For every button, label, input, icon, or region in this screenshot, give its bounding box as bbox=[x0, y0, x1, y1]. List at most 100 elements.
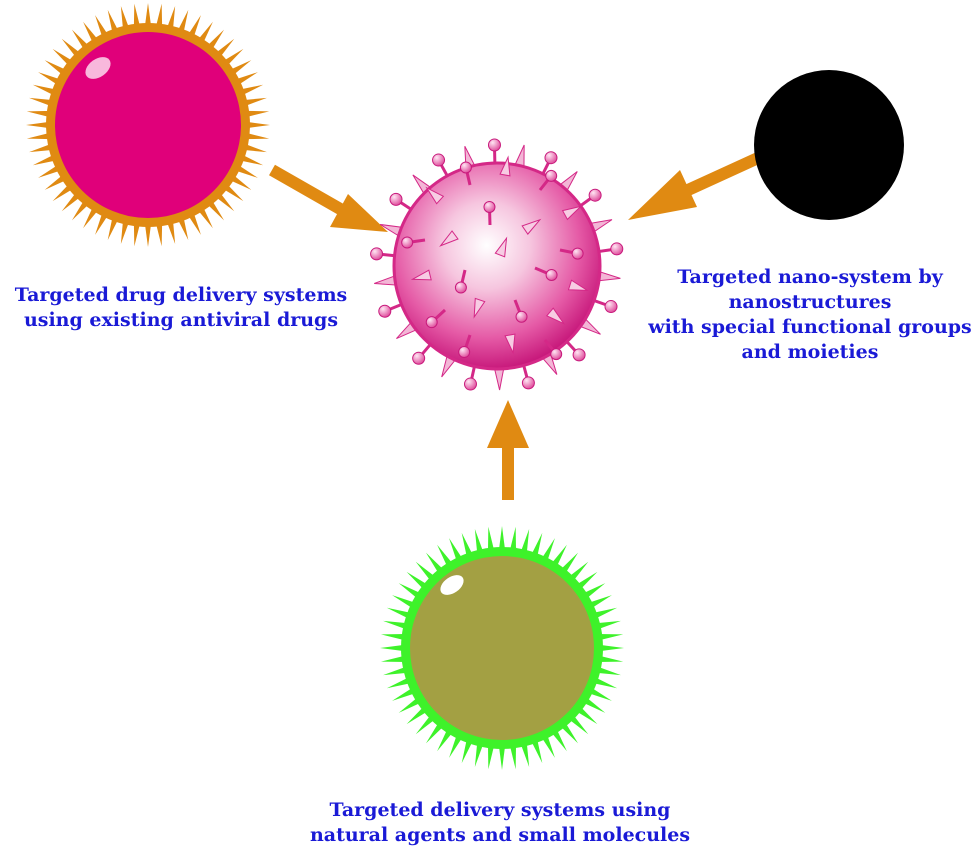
spike bbox=[380, 644, 405, 652]
spike bbox=[234, 72, 258, 86]
virus-surface-cone bbox=[410, 269, 432, 281]
spike bbox=[383, 666, 409, 676]
virus-ball-spike bbox=[572, 348, 586, 362]
spike bbox=[461, 532, 473, 558]
virus-surface-ball bbox=[401, 236, 414, 249]
spike bbox=[26, 132, 51, 140]
spike bbox=[392, 595, 416, 609]
spike bbox=[166, 6, 176, 31]
arrow-from-natural bbox=[487, 400, 529, 500]
spike bbox=[187, 211, 201, 235]
spike bbox=[437, 728, 454, 752]
spike bbox=[474, 529, 484, 555]
label-nano-line-3: with special functional groups bbox=[648, 316, 972, 338]
spike bbox=[461, 738, 473, 764]
spike bbox=[383, 620, 409, 630]
virus-ball-spike bbox=[610, 242, 624, 256]
drug-particle-highlight bbox=[85, 57, 111, 79]
virus-surface-ball bbox=[459, 161, 472, 174]
virus-surface-ball bbox=[458, 346, 471, 359]
spike bbox=[38, 72, 62, 86]
spike bbox=[598, 633, 624, 641]
spike bbox=[386, 607, 412, 619]
spike bbox=[29, 97, 54, 107]
label-drug-delivery: Targeted drug delivery systems using exi… bbox=[0, 283, 362, 333]
virus-ball-spike bbox=[378, 304, 392, 318]
virus-ball-spike bbox=[412, 351, 426, 365]
label-nano-line-4: and moieties bbox=[741, 341, 879, 363]
natural-particle-core bbox=[410, 556, 594, 740]
spike bbox=[398, 696, 422, 713]
spike bbox=[144, 3, 152, 27]
virus-surface-stalk bbox=[433, 308, 447, 321]
virus-ball-spike bbox=[432, 153, 446, 167]
spike bbox=[133, 3, 141, 28]
virus-surface-ball bbox=[483, 201, 496, 214]
spike bbox=[541, 734, 555, 758]
spike bbox=[592, 607, 618, 619]
spike bbox=[550, 728, 567, 752]
spike bbox=[380, 633, 406, 641]
virus-surface-cone bbox=[521, 218, 542, 235]
spike bbox=[32, 154, 57, 166]
virus-surface-ball bbox=[425, 316, 438, 329]
spike bbox=[509, 744, 517, 770]
spike bbox=[509, 526, 517, 552]
arrow-from-nano bbox=[628, 152, 761, 220]
label-nano-line-2: nanostructures bbox=[728, 291, 892, 313]
virus-surface-cone bbox=[545, 307, 566, 325]
virus-surface-stalk bbox=[410, 238, 426, 244]
spike bbox=[245, 132, 270, 140]
spike bbox=[582, 696, 606, 713]
nano-system-particle bbox=[754, 70, 904, 220]
natural-agents-particle bbox=[380, 526, 624, 770]
virus-surface-cone bbox=[561, 205, 583, 221]
spike bbox=[246, 121, 270, 129]
virus-surface-ball bbox=[515, 310, 528, 323]
spike bbox=[95, 211, 109, 235]
spike bbox=[144, 223, 152, 247]
spike bbox=[133, 222, 141, 247]
spike bbox=[487, 744, 495, 770]
virus-ball-spike bbox=[463, 377, 477, 391]
label-natural-line-2: natural agents and small molecules bbox=[309, 824, 691, 846]
virus-surface-ball bbox=[454, 281, 467, 294]
virus-surface-stalk bbox=[538, 178, 550, 191]
virus-ball-spike bbox=[604, 300, 618, 314]
virus-ball-spike bbox=[389, 192, 403, 206]
virus-surface-cone bbox=[504, 333, 516, 355]
arrow-from-drug bbox=[269, 164, 388, 232]
virus-surface-stalk bbox=[543, 339, 555, 352]
spike bbox=[520, 741, 530, 767]
virus-surface-stalk bbox=[465, 171, 472, 186]
spike bbox=[582, 583, 606, 600]
virus-surface-stalk bbox=[559, 248, 575, 255]
natural-particle-highlight bbox=[440, 575, 464, 595]
spike bbox=[595, 620, 621, 630]
label-drug-line-1: Targeted drug delivery systems bbox=[14, 284, 348, 306]
spike bbox=[595, 666, 621, 676]
spike bbox=[155, 222, 163, 247]
spike bbox=[598, 655, 624, 663]
virus-surface-cone bbox=[567, 279, 589, 291]
virus-surface-ball bbox=[571, 247, 584, 260]
spike bbox=[245, 110, 270, 118]
virus-surface-cone bbox=[439, 230, 459, 247]
spike bbox=[487, 526, 495, 552]
spike bbox=[26, 110, 51, 118]
virus-ball-spike bbox=[588, 188, 602, 202]
virus-ball-spike bbox=[370, 247, 384, 261]
spike bbox=[449, 538, 463, 562]
drug-delivery-particle bbox=[26, 3, 270, 247]
virus-inner-spikes bbox=[401, 155, 589, 361]
virus-surface-stalk bbox=[513, 299, 522, 314]
spike bbox=[588, 595, 612, 609]
label-nano-system: Targeted nano-system by nanostructures w… bbox=[640, 265, 980, 365]
virus-outer-spikes bbox=[370, 138, 624, 391]
spike bbox=[26, 121, 50, 129]
virus-surface-cone bbox=[425, 186, 445, 205]
virus-ball-spike bbox=[544, 151, 558, 165]
spike bbox=[107, 216, 119, 241]
spike bbox=[498, 526, 506, 551]
